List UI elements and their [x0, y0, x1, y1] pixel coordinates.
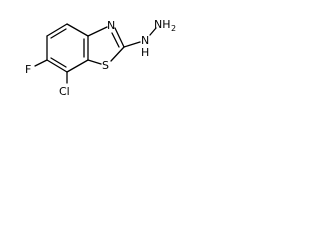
chemical-structure: N S F Cl N H NH 2	[25, 18, 176, 98]
atom-n-ring: N	[107, 19, 115, 32]
bond-c2-s1	[110, 46, 125, 62]
atom-nh: N	[141, 34, 149, 47]
double-bond-c6-c7	[50, 57, 67, 68]
bond-nh-nh2	[149, 27, 157, 36]
atom-cl: Cl	[59, 85, 70, 98]
bond-c3a-c4	[66, 23, 89, 37]
bond-c2-nh	[123, 41, 141, 48]
double-bond-n3-c2	[111, 32, 120, 48]
bond-c4-c5	[46, 23, 68, 37]
benzene-ring	[46, 23, 89, 73]
atom-nh-h: H	[141, 46, 149, 59]
bond-c5-f	[34, 59, 48, 67]
thiazole-ring	[87, 26, 125, 65]
double-bond-c4-c5	[50, 28, 67, 39]
bond-s1-c7a	[87, 59, 102, 65]
atom-nh2: NH	[154, 18, 171, 31]
hydrazine-group	[123, 27, 157, 48]
bond-c6-c7	[46, 59, 68, 73]
bond-n3-c2	[114, 27, 125, 48]
atom-nh2-subscript: 2	[171, 24, 176, 33]
bond-c7-c7a	[66, 59, 89, 73]
atom-s-ring: S	[102, 59, 109, 72]
bond-c3a-n3	[87, 26, 108, 37]
atom-f: F	[25, 63, 31, 76]
